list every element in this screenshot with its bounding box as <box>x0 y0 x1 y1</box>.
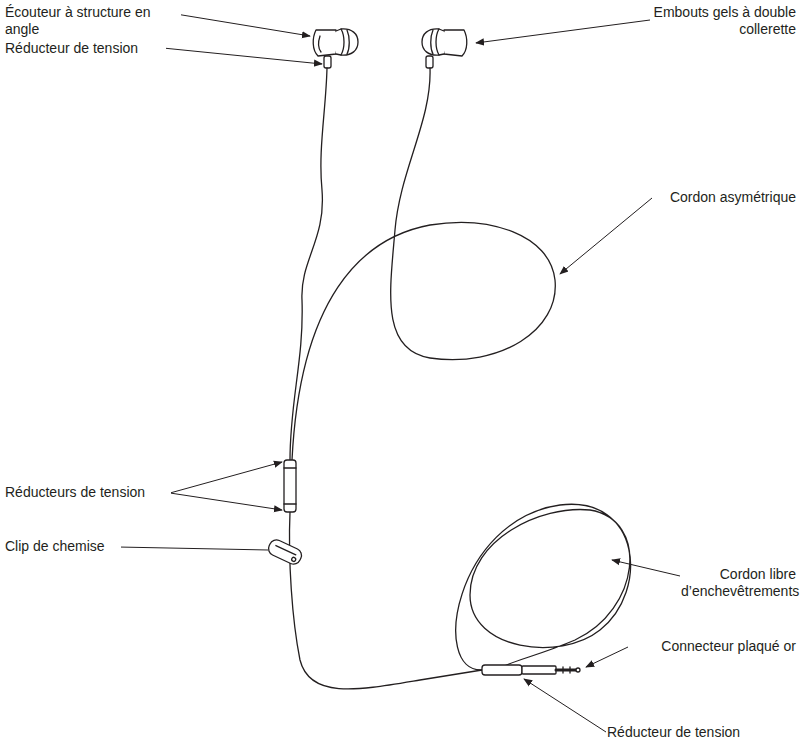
coiled-cord <box>456 504 631 670</box>
part-label: Écouteur à structure en angle <box>4 4 181 38</box>
leader-lines <box>118 14 680 732</box>
part-label: Cordon libre d’enchevêtrements <box>680 566 797 600</box>
left-cord <box>290 68 327 460</box>
part-label: Connecteur plaqué or <box>628 638 797 655</box>
right-earbud <box>422 29 467 68</box>
part-label: Réducteurs de tension <box>4 484 171 501</box>
shirt-clip <box>266 538 304 567</box>
part-label: Embouts gels à double collerette <box>650 4 797 38</box>
part-label: Réducteur de tension <box>4 40 166 57</box>
main-cord <box>289 512 482 689</box>
part-label: Clip de chemise <box>4 538 121 555</box>
left-earbud <box>313 29 358 68</box>
part-label: Réducteur de tension <box>606 724 797 741</box>
part-label: Cordon asymétrique <box>652 189 797 206</box>
splitter <box>284 460 296 512</box>
asymmetric-cord <box>292 68 555 460</box>
plug <box>482 665 580 675</box>
